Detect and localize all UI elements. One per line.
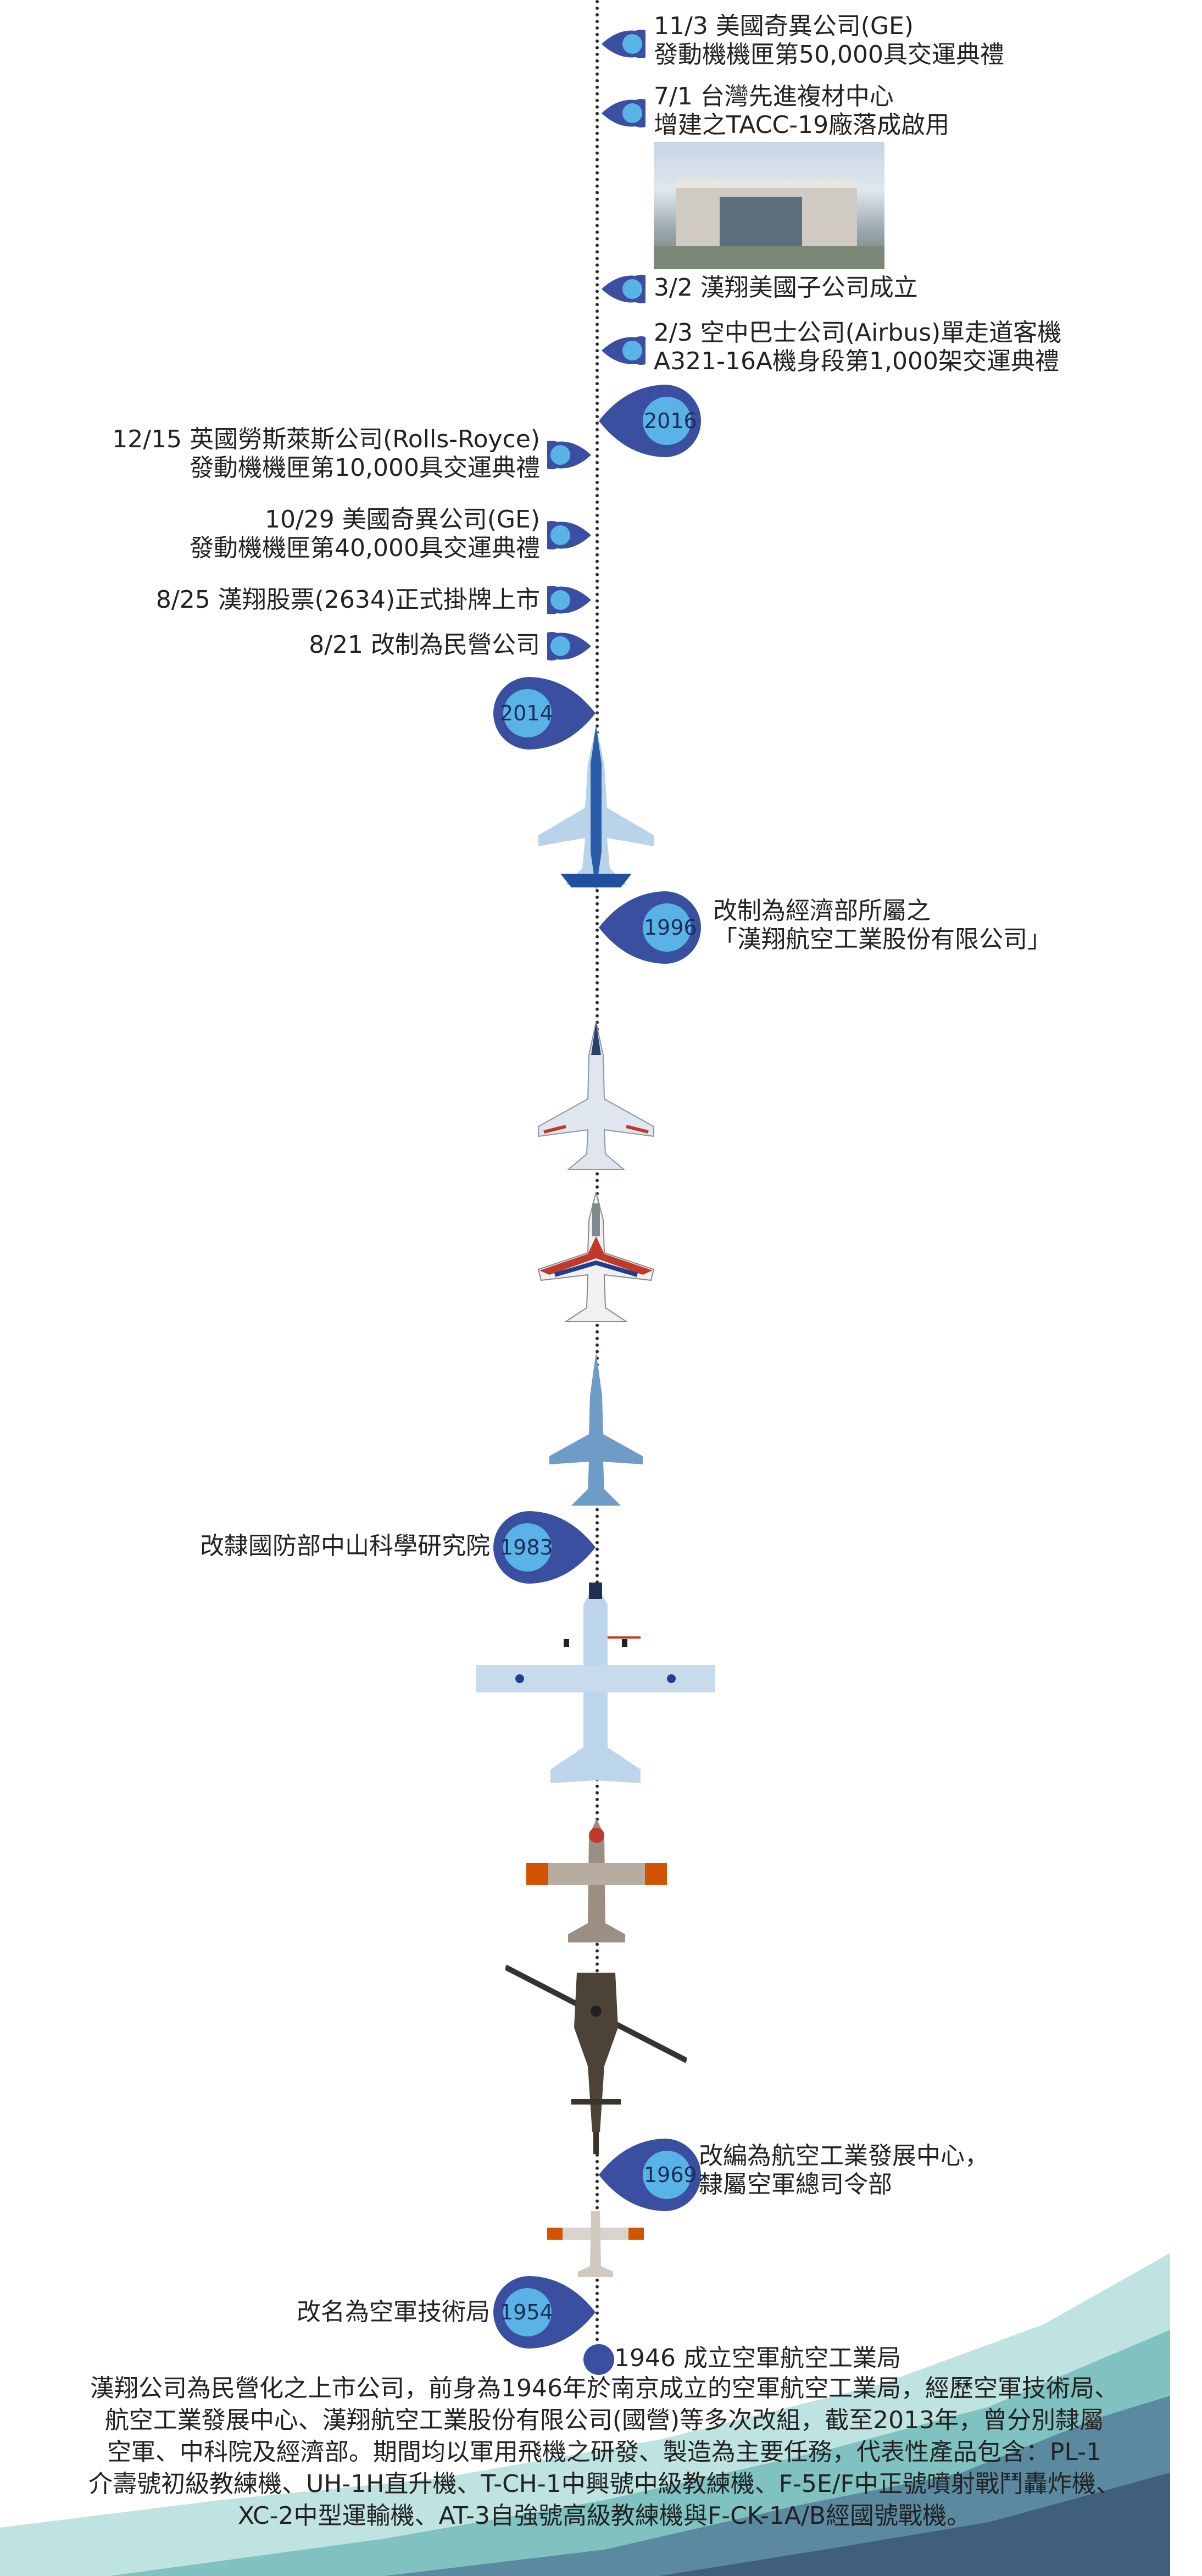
year-pin-1996: 1996 (599, 890, 709, 965)
event-1983-cist: 改隸國防部中山科學研究院 (200, 1532, 490, 1560)
year-pin-2016: 2016 (599, 384, 709, 458)
event-1954-technical-bureau: 改名為空軍技術局 (297, 2298, 490, 2326)
event-1969-aidc-center: 改編為航空工業發展中心， 隸屬空軍總司令部 (699, 2142, 989, 2199)
year-pin-1954: 1954 (486, 2275, 596, 2350)
at3-trainer-aircraft (533, 1192, 659, 1330)
event-2016-airbus-a321: 2/3 空中巴士公司(Airbus)單走道客機 A321-16A機身段第1,00… (654, 319, 1062, 375)
tch1-trainer-aircraft (526, 1819, 667, 1945)
timeline-dot-left (547, 440, 591, 470)
event-2014-stock-listing: 8/25 漢翔股票(2634)正式掛牌上市 (155, 586, 540, 614)
tacc-building-photo (654, 142, 884, 269)
event-2016-us-subsidiary: 3/2 漢翔美國子公司成立 (654, 274, 918, 302)
timeline-dot-left (547, 585, 591, 615)
year-pin-2014: 2014 (486, 676, 596, 751)
year-pin-1983: 1983 (486, 1510, 596, 1585)
event-1996-aidc: 改制為經濟部所屬之 「漢翔航空工業股份有限公司」 (713, 897, 1051, 953)
company-summary: 漢翔公司為民營化之上市公司，前身為1946年於南京成立的空軍航空工業局，經歷空軍… (88, 2374, 1120, 2530)
idf-fighter-aircraft (527, 725, 665, 890)
xc2-transport-aircraft (476, 1583, 715, 1802)
event-1946-founding: 1946 成立空軍航空工業局 (614, 2344, 901, 2372)
timeline-dot-right (602, 335, 645, 366)
event-2016-ge-50000: 11/3 美國奇異公司(GE) 發動機機匣第50,000具交運典禮 (654, 12, 1004, 69)
event-2014-rolls-royce: 12/15 英國勞斯萊斯公司(Rolls-Royce) 發動機機匣第10,000… (112, 425, 540, 482)
timeline-dot-right (602, 98, 645, 129)
event-2014-privatization: 8/21 改制為民營公司 (309, 631, 540, 659)
timeline-dot-left (547, 520, 591, 551)
origin-dot-1946 (582, 2343, 615, 2376)
f5-fighter-aircraft (544, 1352, 648, 1511)
timeline-dot-right (602, 29, 645, 59)
pl1-trainer-aircraft (547, 2211, 644, 2277)
year-pin-1969: 1969 (599, 2138, 709, 2212)
event-2014-ge-40000: 10/29 美國奇異公司(GE) 發動機機匣第40,000具交運典禮 (190, 506, 540, 562)
timeline-dot-right (602, 274, 645, 304)
timeline-dot-left (547, 631, 591, 662)
fighter-jet-aircraft (533, 1022, 659, 1176)
mountain-background (0, 2253, 1170, 2576)
event-2016-tacc-19: 7/1 台灣先進複材中心 增建之TACC-19廠落成啟用 (654, 82, 950, 139)
uh1h-helicopter (505, 1951, 687, 2154)
timeline-spine (596, 0, 599, 2363)
